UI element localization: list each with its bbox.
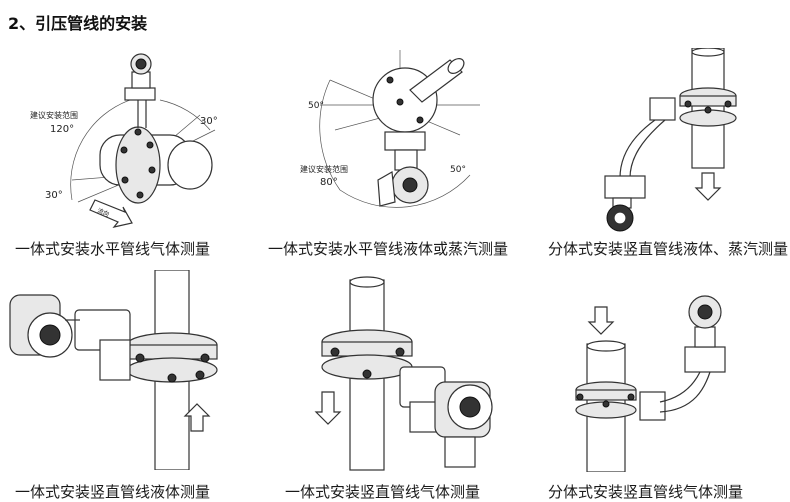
section-title: 2、引压管线的安装 [8, 14, 148, 33]
figure-horizontal-gas-integral: 建议安装范围 120° 30° 30° 流向 [30, 53, 218, 228]
caption: 一体式安装水平管线液体或蒸汽测量 [268, 240, 509, 258]
figure-horizontal-liquid-integral: 50° 50° 建议安装范围 80° [300, 50, 480, 208]
range-label: 建议安装范围 [300, 164, 348, 174]
figure-vertical-gas-remote [575, 295, 726, 472]
flow-arrow [183, 403, 211, 432]
angle-label-bottom: 30° [45, 190, 63, 201]
flange [115, 126, 161, 204]
caption: 一体式安装竖直管线液体测量 [15, 483, 211, 501]
flow-arrow [694, 172, 722, 201]
figure-vertical-liquid-integral [9, 270, 218, 470]
caption: 一体式安装竖直管线气体测量 [285, 483, 481, 501]
range-angle: 120° [50, 124, 74, 135]
angle-label-right: 50° [450, 165, 466, 175]
flow-arrow [587, 306, 615, 335]
figure-vertical-gas-integral [314, 276, 493, 471]
range-angle: 80° [320, 177, 338, 188]
caption: 分体式安装竖直管线气体测量 [548, 483, 744, 501]
caption: 一体式安装水平管线气体测量 [15, 240, 211, 258]
caption: 分体式安装竖直管线液体、蒸汽测量 [548, 240, 789, 258]
range-label: 建议安装范围 [30, 110, 78, 120]
flow-arrow: 流向 [89, 199, 133, 228]
figure-vertical-liquid-remote [604, 48, 737, 232]
angle-label-left: 50° [308, 101, 324, 111]
angle-label-top: 30° [200, 116, 218, 127]
flow-label: 流向 [96, 206, 110, 218]
flow-arrow [314, 391, 342, 425]
